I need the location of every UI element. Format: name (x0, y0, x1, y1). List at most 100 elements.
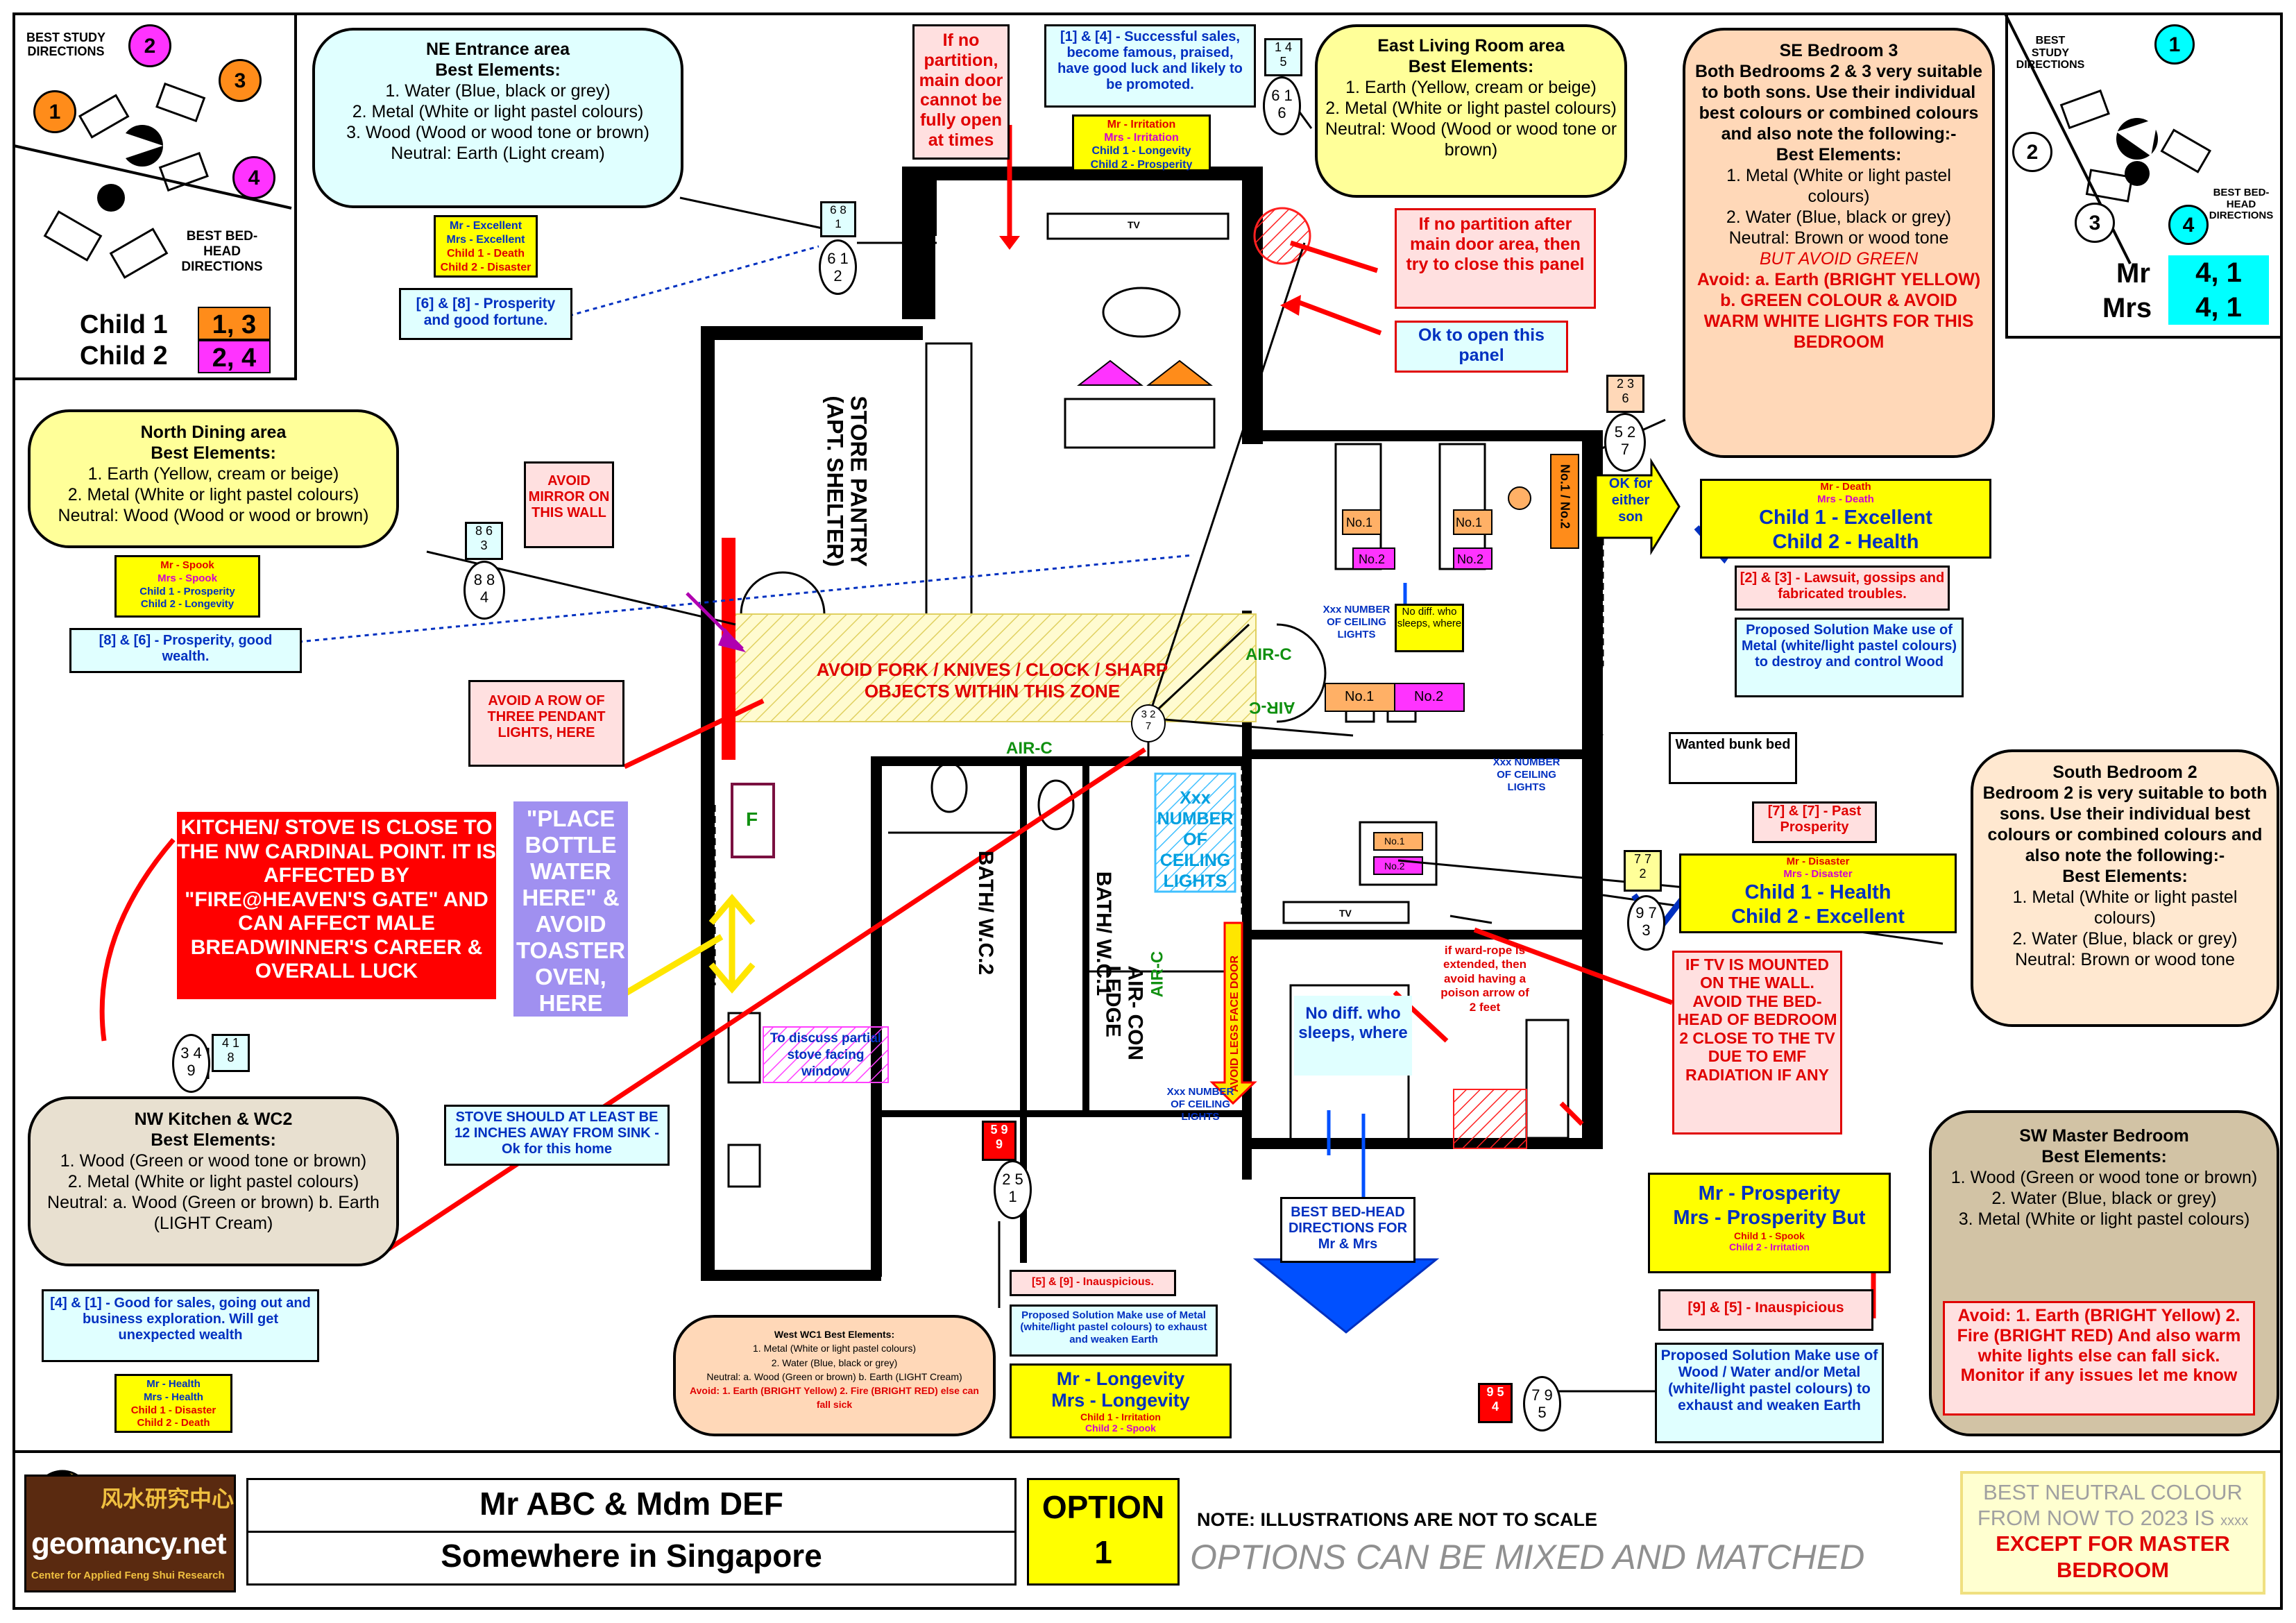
sw-el2: 2. Water (Blue, black or grey) (1991, 1189, 2217, 1208)
neutral-xxxx: xxxx (2220, 1513, 2249, 1529)
desk-no2: No.2 (1414, 689, 1444, 704)
ne-star-bottom: 6 1 2 (819, 239, 857, 295)
west-wc1-callout: West WC1 Best Elements: 1. Metal (White … (673, 1315, 996, 1436)
ne-entrance-callout: NE Entrance area Best Elements: 1. Water… (312, 28, 683, 208)
nw-star-b: 4 1 8 (212, 1034, 250, 1072)
nw-kitchen-callout: NW Kitchen & WC2 Best Elements: 1. Wood … (28, 1096, 399, 1266)
store-label: STORE PANTRY (APT. SHELTER) (823, 396, 871, 567)
nd-title: North Dining area (140, 423, 287, 442)
ceiling-small-1: Xxx NUMBER OF CEILING LIGHTS (1323, 604, 1391, 640)
neutral-text-2: EXCEPT FOR MASTER BEDROOM (1996, 1531, 2230, 1582)
wc1-neutral: Neutral: a. Wood (Green or brown) b. Ear… (706, 1370, 962, 1382)
wc1-solution: Proposed Solution Make use of Metal (whi… (1010, 1305, 1218, 1357)
blue-lines (1327, 583, 1407, 1207)
pendant-note: AVOID A ROW OF THREE PENDANT LIGHTS, HER… (468, 680, 624, 767)
se-avoid: Avoid: a. Earth (BRIGHT YELLOW) b. GREEN… (1697, 270, 1981, 352)
legs-door-label: AVOID LEGS FACE DOOR (1229, 955, 1241, 1092)
se-star-top: 2 3 6 (1606, 375, 1644, 413)
left-dir-circle-4: 4 (232, 156, 275, 199)
nd-star-top: 8 6 3 (465, 522, 503, 560)
ceiling-small-3: Xxx NUMBER OF CEILING LIGHTS (1166, 1086, 1234, 1123)
ceiling-small-2: Xxx NUMBER OF CEILING LIGHTS (1493, 756, 1561, 793)
nd-neutral: Neutral: Wood (Wood or wood or brown) (58, 506, 369, 525)
crystal-orange (1146, 359, 1213, 386)
nw-best: Best Elements: (151, 1130, 276, 1150)
bed3-lamp (1508, 486, 1531, 510)
child2-label: Child 2 (80, 341, 168, 371)
tv-top: TV (1128, 219, 1140, 230)
nw-note: [4] & [1] - Good for sales, going out an… (42, 1289, 319, 1362)
nd-star-bottom: 8 8 4 (464, 561, 505, 620)
mr-label: Mr (2116, 258, 2150, 289)
east-best: Best Elements: (1408, 57, 1534, 76)
ne-el1: 1. Water (Blue, black or grey) (385, 81, 611, 101)
se-star-bottom: 5 2 7 (1604, 413, 1646, 472)
airc-label-4: AIR-C (1148, 951, 1167, 998)
option-box (1027, 1478, 1180, 1586)
ne-el2: 2. Metal (White or light pastel colours) (352, 102, 644, 121)
master-bedhead-note: BEST BED-HEAD DIRECTIONS FOR Mr & Mrs (1280, 1197, 1415, 1263)
client-location: Somewhere in Singapore (441, 1538, 822, 1574)
nd-note: [8] & [6] - Prosperity, good wealth. (69, 628, 302, 673)
east-el1: 1. Earth (Yellow, cream or beige) (1345, 78, 1597, 97)
discuss-zone (763, 1026, 889, 1083)
sw-best: Best Elements: (2041, 1147, 2167, 1166)
right-dir-circle-1: 1 (2154, 24, 2195, 65)
sw-el3: 3. Metal (White or light pastel colours) (1958, 1209, 2250, 1229)
nw-star-a: 3 4 9 (172, 1034, 210, 1093)
left-study-title: BEST STUDY DIRECTIONS (26, 31, 105, 58)
logo-sub: Center for Applied Feng Shui Research (31, 1570, 225, 1581)
discuss-note: To discuss partial stove facing window (769, 1031, 882, 1079)
bunk-no2-block (1373, 856, 1423, 875)
panel-hatch (1253, 207, 1311, 265)
scale-note: NOTE: ILLUSTRATIONS ARE NOT TO SCALE (1197, 1509, 1597, 1530)
wardrobe-hatch (1453, 1089, 1527, 1149)
tv-warning: IF TV IS MOUNTED ON THE WALL. AVOID THE … (1672, 951, 1842, 1135)
sw-avoid: Avoid: 1. Earth (BRIGHT Yellow) 2. Fire … (1943, 1301, 2255, 1416)
bunk-no1-block (1373, 832, 1423, 851)
east-el2: 2. Metal (White or light pastel colours) (1325, 99, 1617, 118)
se-intro: Both Bedrooms 2 & 3 very suitable to bot… (1694, 62, 1982, 144)
plan-details (727, 212, 1604, 1188)
bed3-no1-b: No.1 (1456, 516, 1483, 529)
fridge-label: F (746, 808, 758, 830)
sw-inauspicious: [9] & [5] - Inauspicious (1658, 1289, 1873, 1331)
nd-el2: 2. Metal (White or light pastel colours) (67, 485, 359, 504)
wc1-star-a: 5 9 9 (982, 1121, 1017, 1161)
se-avoid-green: BUT AVOID GREEN (1759, 249, 1919, 269)
study-diagram-right (2004, 13, 2212, 264)
bed-head-arrow (1252, 1258, 1440, 1334)
ne-neutral: Neutral: Earth (Light cream) (391, 144, 605, 163)
desk-no1-block (1325, 683, 1395, 712)
ne-star-top: 6 8 1 (820, 201, 856, 237)
plan-windows (713, 527, 1604, 985)
center-star: 3 2 7 (1131, 704, 1166, 742)
mirror-note: AVOID MIRROR ON THIS WALL (524, 461, 614, 548)
no-diff-small: No diff. who sleeps, where (1395, 604, 1464, 652)
se-solution: Proposed Solution Make use of Metal (whi… (1735, 618, 1964, 697)
se-el1: 1. Metal (White or light pastel colours) (1726, 166, 1951, 206)
wc1-avoid: Avoid: 1. Earth (BRIGHT Yellow) 2. Fire … (690, 1385, 979, 1411)
ok-arrow (1595, 457, 1681, 556)
bed3-no1-a: No.1 (1346, 516, 1373, 529)
tv-bedroom2: TV (1339, 908, 1352, 919)
legs-door-arrow (1209, 921, 1257, 1105)
bed3-no1no2: No.1 / No.2 (1558, 464, 1572, 529)
se-el2: 2. Water (Blue, black or grey) (1726, 207, 1952, 227)
footer-divider (12, 1450, 2283, 1453)
right-bedhead-title: BEST BED-HEAD DIRECTIONS (2209, 187, 2274, 221)
wc1-inauspicious: [5] & [9] - Inauspicious. (1010, 1270, 1176, 1296)
ne-note: [6] & [8] - Prosperity and good fortune. (399, 288, 572, 340)
child2-value: 2, 4 (198, 340, 271, 373)
nw-neutral: Neutral: a. Wood (Green or brown) b. Ear… (47, 1193, 380, 1233)
sw-star-a: 9 5 4 (1478, 1383, 1513, 1423)
nd-el1: 1. Earth (Yellow, cream or beige) (87, 464, 339, 484)
arrow-head-partition (999, 236, 1020, 250)
south-neutral: Neutral: Brown or wood tone (2015, 950, 2235, 969)
north-dining-callout: North Dining area Best Elements: 1. Eart… (28, 409, 399, 548)
sw-star-b: 7 9 5 (1523, 1376, 1561, 1431)
right-dir-circle-2: 2 (2012, 132, 2052, 172)
stove-note: STOVE SHOULD AT LEAST BE 12 INCHES AWAY … (444, 1105, 670, 1166)
sw-title: SW Master Bedroom (2019, 1126, 2189, 1146)
